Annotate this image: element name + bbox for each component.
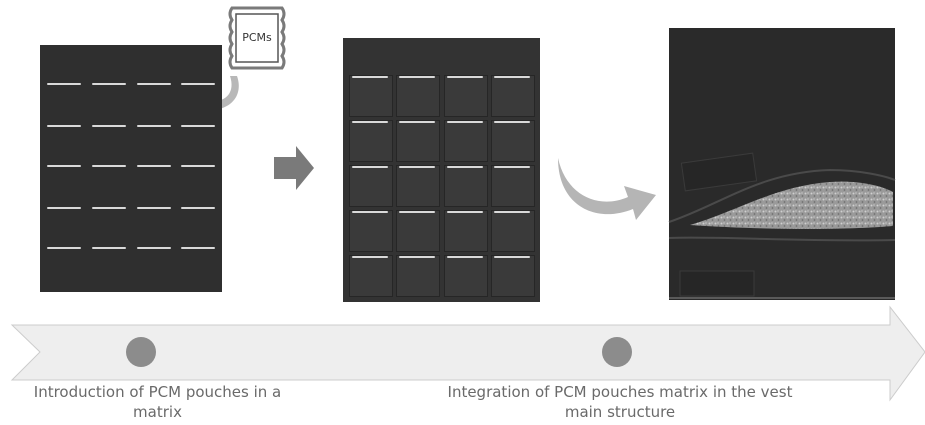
pouch-slot [92, 125, 126, 127]
pouch-slot [47, 207, 81, 209]
pcm-pouch [349, 165, 393, 207]
caption-step2: Integration of PCM pouches matrix in the… [447, 383, 793, 421]
pouch-opening [352, 211, 388, 213]
pouch-opening [447, 166, 483, 168]
pcm-pouch [444, 255, 488, 297]
pouch-slot [92, 247, 126, 249]
timeline-dot-step1 [126, 337, 156, 367]
pcm-pouch-section [690, 181, 893, 229]
pouch-opening [399, 121, 435, 123]
pouch-slot [137, 83, 171, 85]
pouch-opening [447, 211, 483, 213]
vest-bottom-pocket [679, 270, 755, 297]
vest-inner-layer [668, 236, 896, 242]
pouch-opening [399, 166, 435, 168]
pouch-slot [137, 125, 171, 127]
pouch-opening [447, 256, 483, 258]
right-arrow-icon [274, 146, 314, 190]
pouch-opening [399, 211, 435, 213]
pouch-opening [447, 76, 483, 78]
pouch-slot [181, 83, 215, 85]
vest-top-pocket [680, 152, 758, 192]
pcm-pouch [491, 255, 535, 297]
caption-step1: Introduction of PCM pouches in a matrix [33, 383, 282, 421]
pouch-slot [181, 125, 215, 127]
pcm-pouch [349, 210, 393, 252]
pcm-pouch [444, 75, 488, 117]
pouch-opening [447, 121, 483, 123]
pouch-opening [352, 256, 388, 258]
pcm-pouch [349, 255, 393, 297]
pouch-slot [181, 207, 215, 209]
vest-outer-layer [668, 168, 896, 223]
pouch-opening [352, 121, 388, 123]
pouch-slot [92, 83, 126, 85]
pouch-opening [352, 166, 388, 168]
timeline-dot-step2 [602, 337, 632, 367]
pcm-pouch [396, 255, 440, 297]
pouch-slot [47, 165, 81, 167]
pouch-slot [47, 125, 81, 127]
pcm-matrix-panel [40, 45, 222, 292]
pcm-pouch [491, 165, 535, 207]
pouch-slot [92, 207, 126, 209]
pouch-slot [137, 207, 171, 209]
pouch-slot [181, 247, 215, 249]
pcm-pouch [444, 165, 488, 207]
pcm-pouch [491, 210, 535, 252]
pcm-label: PCMs [242, 31, 272, 44]
pouch-opening [494, 256, 530, 258]
pcm-pouch [444, 210, 488, 252]
pcm-pouch [396, 120, 440, 162]
pcm-pouch [491, 75, 535, 117]
pouch-opening [399, 76, 435, 78]
pcm-pouch [491, 120, 535, 162]
pcm-pouch [396, 165, 440, 207]
pouch-opening [494, 211, 530, 213]
pouch-slot [92, 165, 126, 167]
curved-arrow-icon [558, 158, 656, 220]
timeline-arrow [10, 305, 925, 402]
pcm-pouch [396, 210, 440, 252]
pcm-pouch [396, 75, 440, 117]
pcm-pouch [349, 75, 393, 117]
pouch-slot [137, 247, 171, 249]
pouch-opening [494, 166, 530, 168]
pouch-opening [494, 121, 530, 123]
pcm-pouch [349, 120, 393, 162]
pouch-slot [137, 165, 171, 167]
pcm-pouch [444, 120, 488, 162]
pouch-slot [47, 247, 81, 249]
pouch-opening [352, 76, 388, 78]
pouch-slot [181, 165, 215, 167]
pouch-slot [47, 83, 81, 85]
pouch-opening [494, 76, 530, 78]
pouch-opening [399, 256, 435, 258]
